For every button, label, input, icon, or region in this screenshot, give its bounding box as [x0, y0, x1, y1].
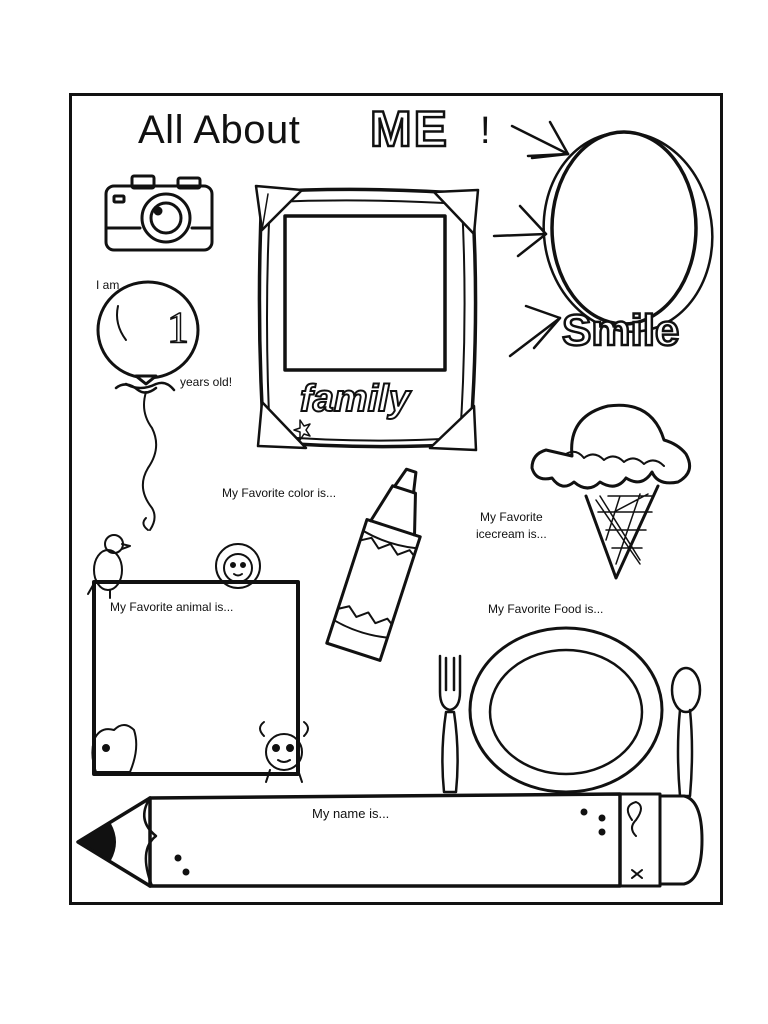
label-favorite-icecream-2: icecream is... [476, 527, 547, 541]
title-prefix: All About [138, 108, 301, 152]
label-favorite-color: My Favorite color is... [222, 486, 337, 500]
arrows-icon [492, 120, 570, 358]
label-age-digit: 1 [166, 302, 190, 353]
animal-frame-icon [92, 580, 300, 776]
label-favorite-food: My Favorite Food is... [488, 602, 604, 616]
ice-cream-icon [530, 403, 692, 580]
label-favorite-icecream-1: My Favorite [480, 510, 543, 524]
family-word: family [299, 377, 411, 421]
label-my-name: My name is... [312, 806, 390, 821]
pencil-icon [76, 792, 704, 888]
label-favorite-animal: My Favorite animal is... [110, 600, 234, 614]
title-emphasis: ME [369, 100, 449, 159]
camera-icon [104, 174, 214, 252]
animal-doodles-icon [87, 534, 309, 783]
spoon-icon [670, 666, 702, 798]
fork-icon [438, 654, 462, 794]
face-oval-icon [542, 130, 714, 333]
photo-frame-icon [254, 184, 480, 452]
label-years-old: years old! [180, 375, 233, 389]
crayon-icon [325, 467, 422, 662]
smile-word: Smile [561, 305, 681, 357]
title-suffix: ! [480, 110, 491, 152]
label-i-am: I am [96, 278, 120, 292]
plate-icon [468, 626, 664, 794]
balloon-icon [96, 280, 200, 531]
worksheet-border [69, 93, 723, 905]
